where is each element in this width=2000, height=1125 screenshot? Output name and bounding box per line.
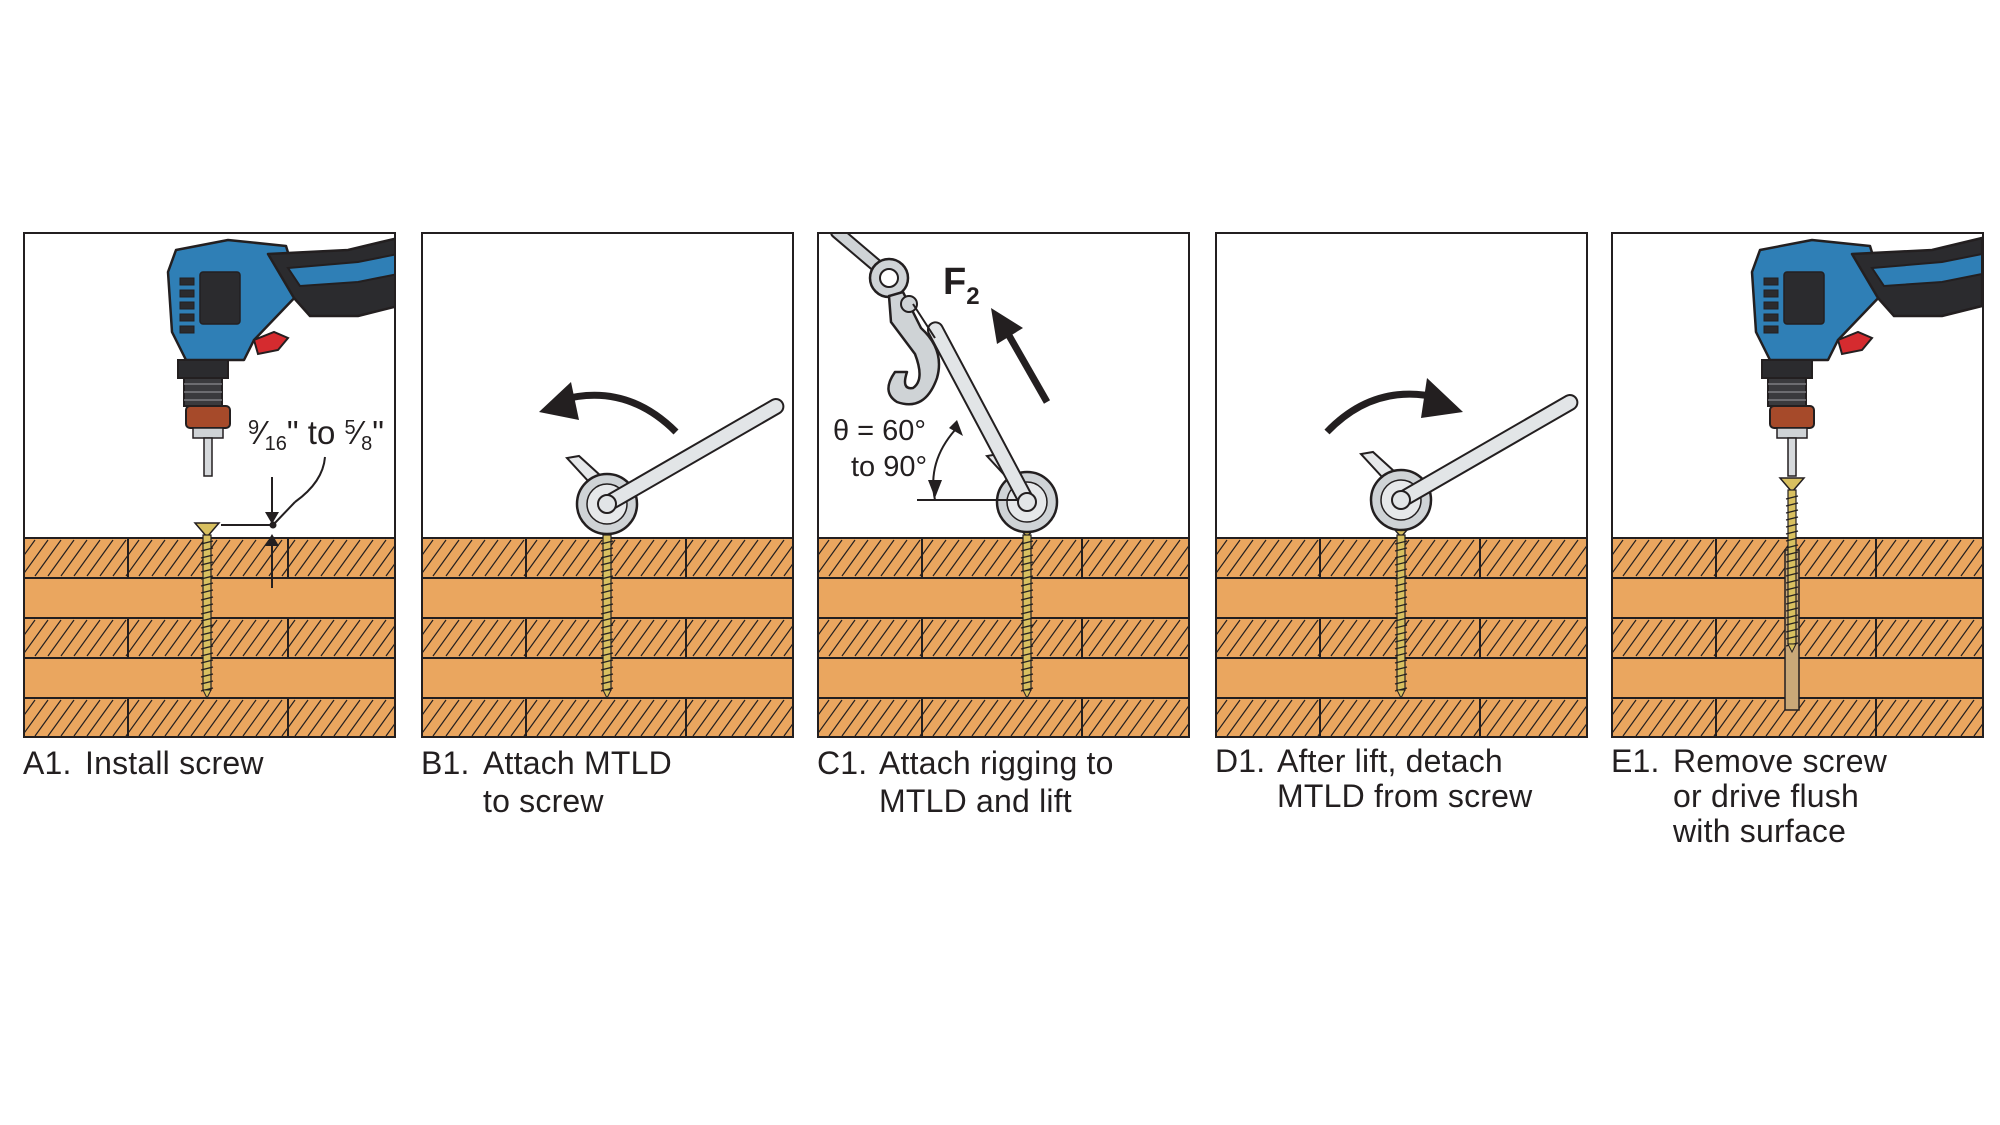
force-arrow-icon [991, 308, 1051, 404]
step-label: C1. [817, 745, 868, 781]
rigging-hook [830, 232, 941, 406]
svg-text:9⁄16" to 5⁄8": 9⁄16" to 5⁄8" [248, 414, 384, 455]
caption-line: Attach MTLD [483, 745, 672, 781]
panel-c1-illustration: F2 θ = 60° to 90° [817, 232, 1190, 738]
inch-mark-1: " [287, 414, 299, 451]
impact-drill [1750, 236, 1984, 477]
panel-e1-illustration [1611, 232, 1984, 738]
caption-e1: E1. Remove screw or drive flush with sur… [1611, 744, 1887, 849]
step-label: E1. [1611, 743, 1660, 779]
caption-line: to screw [483, 783, 604, 819]
angle-indicator: θ = 60° to 90° [833, 415, 1017, 501]
wood-slab [817, 537, 1190, 738]
caption-line: After lift, detach [1277, 743, 1503, 779]
panel-a1-illustration: 9⁄16" to 5⁄8" [23, 232, 396, 738]
caption-line: MTLD from screw [1277, 778, 1533, 814]
wood-slab [421, 537, 794, 738]
screw [1778, 477, 1806, 654]
force-label: F [943, 261, 966, 303]
caption-line: MTLD and lift [879, 783, 1072, 819]
panel-frame [23, 232, 396, 738]
inch-mark-2: " [372, 414, 384, 451]
caption-d1: D1. After lift, detach MTLD from screw [1215, 744, 1532, 814]
rotation-arrow-counterclockwise-icon [539, 382, 679, 435]
mtld-device [1359, 394, 1579, 532]
panel-frame [1611, 232, 1984, 738]
to-word: to [299, 414, 345, 451]
panel-d1-illustration [1215, 232, 1588, 738]
dimension-annotation: 9⁄16" to 5⁄8" [221, 414, 384, 588]
step-label: B1. [421, 745, 470, 781]
angle-label-line-2: to 90° [851, 451, 927, 483]
fraction-1-numerator: 9 [248, 417, 259, 439]
panel-frame [817, 232, 1190, 738]
rotation-arrow-clockwise-icon [1324, 378, 1463, 435]
panel-frame [421, 232, 794, 738]
caption-line: or drive flush [1673, 778, 1859, 814]
step-label: D1. [1215, 743, 1266, 779]
svg-text:F2: F2 [943, 261, 980, 310]
caption-line: Attach rigging to [879, 745, 1114, 781]
step-label: A1. [23, 745, 72, 781]
mtld-device [565, 398, 785, 536]
fraction-2-numerator: 5 [344, 417, 355, 439]
caption-a1: A1. Install screw [23, 744, 264, 782]
caption-c1: C1. Attach rigging to MTLD and lift [817, 744, 1114, 820]
caption-line: Remove screw [1673, 743, 1888, 779]
caption-line: with surface [1673, 813, 1847, 849]
fraction-1-denominator: 16 [265, 433, 287, 455]
impact-drill [166, 237, 396, 477]
panel-frame [1215, 232, 1588, 738]
force-subscript: 2 [966, 283, 979, 310]
angle-label-line-1: θ = 60° [833, 415, 926, 447]
panel-b1-illustration [421, 232, 794, 738]
caption-b1: B1. Attach MTLD to screw [421, 744, 672, 820]
caption-line: Install screw [85, 745, 264, 781]
fraction-2-denominator: 8 [361, 433, 372, 455]
mtld-device [926, 321, 1059, 534]
screw [193, 522, 221, 700]
